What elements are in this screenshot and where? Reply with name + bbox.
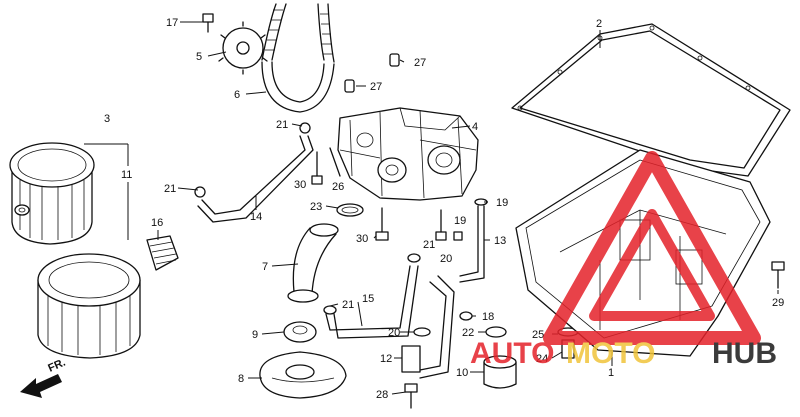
callout-4: 4 xyxy=(472,121,478,133)
bolt-28 xyxy=(404,383,418,409)
bolt-29 xyxy=(771,261,785,289)
oil-pump-sprocket xyxy=(218,21,268,75)
callout-15: 15 xyxy=(362,293,374,305)
callout-22: 22 xyxy=(462,327,474,339)
oil-strainer xyxy=(259,351,347,399)
oil-strainer-pipe xyxy=(287,223,339,303)
callout-30-b: 30 xyxy=(356,233,368,245)
callout-3: 3 xyxy=(104,113,110,125)
oil-filter-front xyxy=(37,253,141,359)
o-ring-23 xyxy=(336,203,364,217)
callout-24: 24 xyxy=(536,353,548,365)
callout-17: 17 xyxy=(166,17,178,29)
oil-pipe-14 xyxy=(194,122,314,223)
callout-20-b: 20 xyxy=(388,327,400,339)
pump-bolts xyxy=(311,147,447,241)
callout-14: 14 xyxy=(250,211,262,223)
callout-2: 2 xyxy=(596,18,602,30)
callout-21-b: 21 xyxy=(164,183,176,195)
callout-27-b: 27 xyxy=(370,81,382,93)
bolt-17 xyxy=(202,13,214,33)
watermark-moto: MOTO xyxy=(566,337,655,370)
callout-5: 5 xyxy=(196,51,202,63)
callout-21-a: 21 xyxy=(276,119,288,131)
callout-16: 16 xyxy=(151,217,163,229)
callout-13: 13 xyxy=(494,235,506,247)
oil-filter-rear xyxy=(9,142,95,245)
callout-28: 28 xyxy=(376,389,388,401)
callout-9: 9 xyxy=(252,329,258,341)
callout-20-a: 20 xyxy=(440,253,452,265)
grommet-9 xyxy=(283,321,317,343)
callout-6: 6 xyxy=(234,89,240,101)
callout-21-c: 21 xyxy=(423,239,435,251)
callout-30-a: 30 xyxy=(294,179,306,191)
watermark: AUTO MOTO HUB xyxy=(470,151,777,370)
front-direction-arrow: FR. xyxy=(20,357,67,398)
oil-pipe-15 xyxy=(323,253,421,339)
callout-27-a: 27 xyxy=(414,57,426,69)
callout-21-d: 21 xyxy=(342,299,354,311)
oil-pressure-switch xyxy=(483,355,517,389)
washers xyxy=(413,311,507,338)
dowel-pins xyxy=(344,53,400,93)
callout-18: 18 xyxy=(482,311,494,323)
front-direction-label: FR. xyxy=(46,357,67,375)
callout-25: 25 xyxy=(532,329,544,341)
filter-stud xyxy=(146,235,179,271)
callout-11: 11 xyxy=(121,169,132,181)
callout-29: 29 xyxy=(772,297,784,309)
callout-10: 10 xyxy=(456,367,468,379)
callout-19-b: 19 xyxy=(454,215,466,227)
callout-7: 7 xyxy=(262,261,268,273)
callout-12: 12 xyxy=(380,353,392,365)
oil-pump-assembly xyxy=(337,107,479,201)
callout-19-a: 19 xyxy=(496,197,508,209)
watermark-auto: AUTO xyxy=(470,337,554,370)
watermark-hub: HUB xyxy=(712,337,777,370)
watermark-logo-triangles xyxy=(543,151,761,345)
drive-chain xyxy=(261,3,335,113)
callout-8: 8 xyxy=(238,373,244,385)
callout-labels: 17 5 6 3 11 16 21 30 26 21 14 4 27 27 2 … xyxy=(104,17,784,401)
callout-26: 26 xyxy=(332,181,344,193)
callout-23: 23 xyxy=(310,201,322,213)
callout-1: 1 xyxy=(608,367,614,379)
oil-pipe-12 xyxy=(401,275,455,379)
oil-pipe-13 xyxy=(453,198,488,283)
